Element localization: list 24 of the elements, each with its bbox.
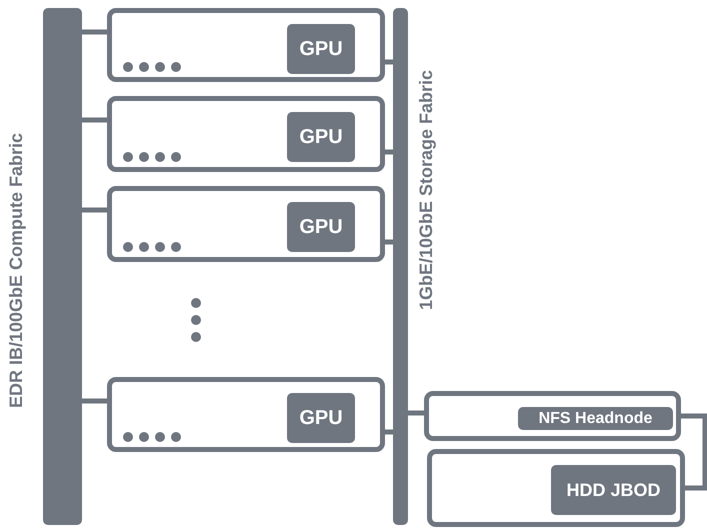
- device-label: NFS Headnode: [518, 407, 673, 430]
- bus-label: EDR IB/100GbE Compute Fabric: [6, 131, 27, 410]
- server-box: [107, 96, 385, 172]
- connector-line: [385, 430, 393, 434]
- connector-line: [385, 60, 393, 64]
- connector-line: [681, 414, 707, 490]
- connector-line: [408, 410, 424, 416]
- device-label: GPU: [287, 112, 355, 162]
- connector-line: [82, 30, 107, 34]
- device-box: [427, 449, 685, 527]
- device-label: HDD JBOD: [551, 465, 676, 515]
- bus-label: 1GbE/10GbE Storage Fabric: [416, 68, 437, 312]
- device-box: [424, 391, 681, 441]
- connector-line: [385, 150, 393, 154]
- connector-line: [385, 240, 393, 244]
- server-box: [107, 377, 385, 452]
- device-label: GPU: [287, 24, 355, 74]
- connector-line: [82, 118, 107, 122]
- connector-line: [82, 208, 107, 212]
- server-box: [107, 8, 385, 82]
- connector-line: [82, 398, 107, 404]
- server-box: [107, 186, 385, 262]
- device-label: GPU: [287, 393, 355, 443]
- device-label: GPU: [287, 202, 355, 252]
